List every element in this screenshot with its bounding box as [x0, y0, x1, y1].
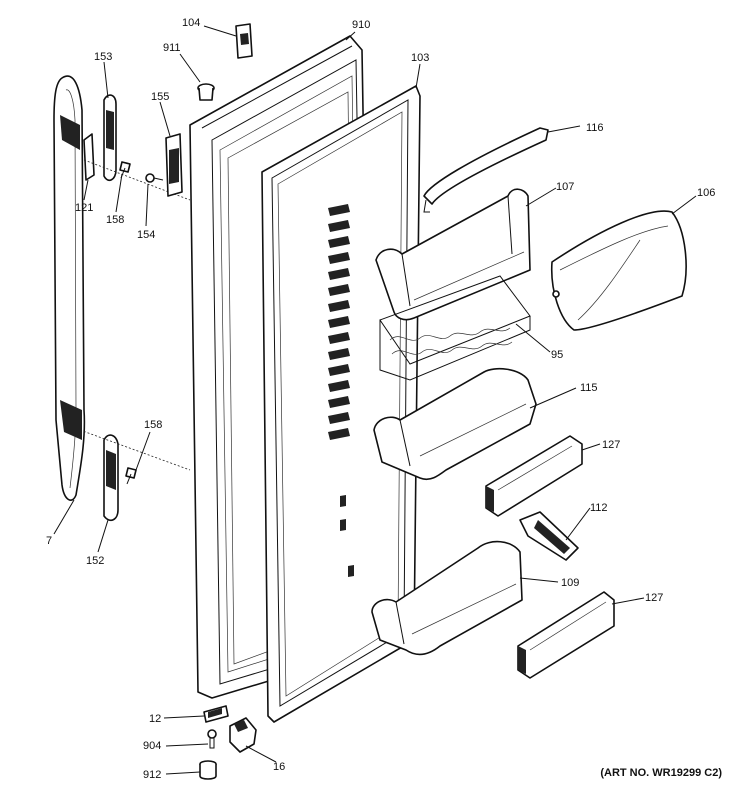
callout-912: 912: [143, 769, 161, 781]
callout-109: 109: [561, 577, 579, 589]
upper-handle-bracket: [103, 94, 117, 182]
callout-121: 121: [75, 202, 93, 214]
hinge-bracket: [165, 133, 183, 197]
callout-16: 16: [273, 761, 285, 773]
callout-127-upper: 127: [602, 439, 620, 451]
alignment-line: [79, 429, 191, 471]
leader-lines: [53, 25, 697, 775]
callout-95: 95: [551, 349, 563, 361]
door-bin-109: [371, 540, 523, 656]
bin-clip-112: [519, 511, 579, 561]
alignment-line: [83, 159, 191, 201]
callout-112: 112: [590, 502, 608, 514]
hinge-16: [229, 717, 257, 753]
callout-107: 107: [556, 181, 574, 193]
label-plate: [235, 23, 253, 59]
bin-rail: [423, 127, 549, 213]
screw-158-upper: [119, 161, 131, 179]
screw-154: [145, 173, 164, 183]
callout-127-lower: 127: [645, 592, 663, 604]
bracket-121: [83, 133, 95, 181]
bracket-12: [203, 705, 229, 723]
lower-handle-bracket: [103, 434, 119, 522]
wire-bottle-rack: [379, 275, 531, 381]
callout-7: 7: [46, 535, 52, 547]
shelf-rib-column: [328, 204, 354, 577]
screw-158-lower: [125, 467, 137, 485]
door-bin-115: [373, 367, 537, 481]
bushing-912: [199, 760, 217, 780]
callout-158-lower: 158: [144, 419, 162, 431]
bin-trim-127-lower: [517, 591, 615, 679]
callout-154: 154: [137, 229, 155, 241]
callout-103: 103: [411, 52, 429, 64]
callout-115: 115: [580, 382, 598, 394]
door-bin-107: [375, 188, 531, 321]
callout-155: 155: [151, 91, 169, 103]
callout-116: 116: [586, 122, 604, 134]
screw-904: [207, 729, 217, 749]
callout-910: 910: [352, 19, 370, 31]
callout-106: 106: [697, 187, 715, 199]
callout-12: 12: [149, 713, 161, 725]
callout-104: 104: [182, 17, 200, 29]
door-handle: [53, 75, 86, 501]
callout-152: 152: [86, 555, 104, 567]
bin-trim-127-upper: [485, 435, 583, 517]
callout-904: 904: [143, 740, 161, 752]
hinge-cap: [197, 83, 215, 101]
callout-911: 911: [163, 42, 181, 54]
art-number: (ART NO. WR19299 C2): [600, 767, 722, 779]
dairy-compartment-cover: [550, 210, 687, 331]
callout-153: 153: [94, 51, 112, 63]
callout-158-upper: 158: [106, 214, 124, 226]
